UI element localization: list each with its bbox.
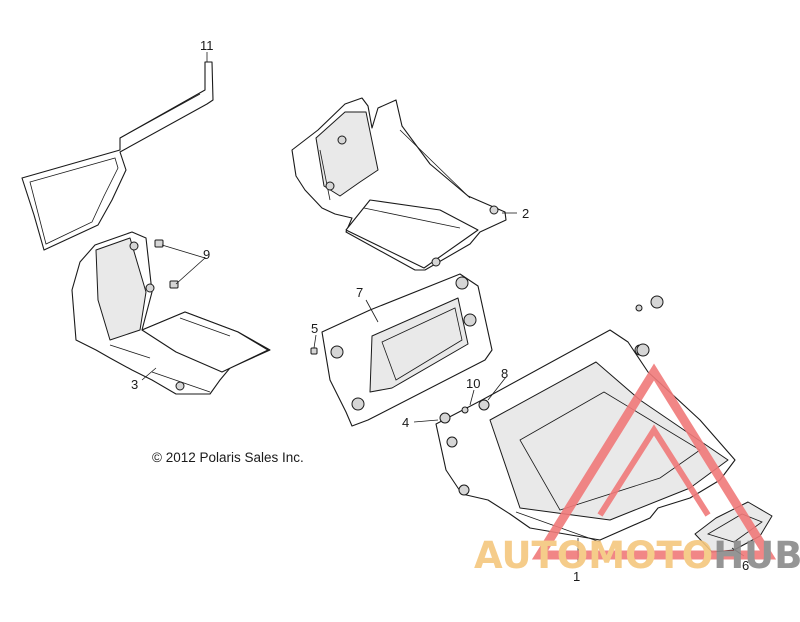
callout-6: 6 — [742, 558, 749, 573]
callout-11: 11 — [200, 38, 214, 53]
leader-lines — [141, 52, 745, 562]
watermark: AUTOMOTOHUB — [474, 363, 800, 577]
callout-9: 9 — [203, 247, 210, 262]
callout-7: 7 — [356, 285, 363, 300]
watermark-text-auto: AUTO — [474, 534, 588, 577]
watermark-text-moto: MOTO — [588, 534, 713, 577]
callout-3: 3 — [131, 377, 138, 392]
svg-text:AUTOMOTOHUB: AUTOMOTOHUB — [474, 534, 800, 577]
watermark-text-hub: HUB — [713, 534, 800, 577]
hardware-group — [310, 295, 664, 424]
callout-4: 4 — [402, 415, 409, 430]
part-11-side-panel — [21, 61, 214, 251]
copyright-text: © 2012 Polaris Sales Inc. — [152, 450, 304, 465]
callout-5: 5 — [311, 321, 318, 336]
part-2-right-footwell — [291, 97, 507, 271]
part-3-left-footwell — [71, 231, 271, 395]
part-9-fasteners — [154, 239, 179, 289]
callout-10: 10 — [466, 376, 480, 391]
callout-8: 8 — [501, 366, 508, 381]
callout-1: 1 — [573, 569, 580, 584]
callout-2: 2 — [522, 206, 529, 221]
part-7-floor-pan — [321, 273, 493, 427]
watermark-inner-triangle-icon — [597, 424, 711, 517]
callout-labels: 11 2 9 7 5 3 8 10 4 1 6 — [131, 38, 749, 584]
watermark-triangle-icon — [531, 363, 777, 560]
